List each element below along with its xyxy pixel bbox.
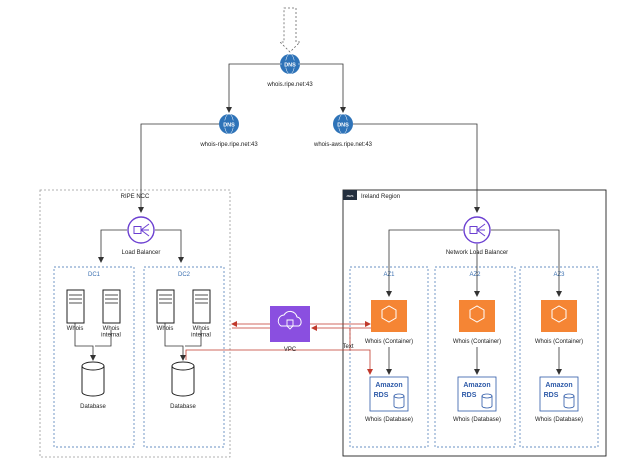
svg-text:aws: aws: [346, 193, 353, 198]
dns-right-icon-text: DNS: [337, 122, 349, 128]
ireland-region-title: Ireland Region: [361, 194, 400, 200]
ripe-ncc-title: RIPE NCC: [121, 194, 150, 200]
dns-right-node: DNS whois-aws.ripe.net:43: [313, 113, 373, 148]
az1-container-node: Whois (Container): [365, 300, 413, 345]
dc1-database: Database: [80, 361, 107, 410]
az2-group: AZ2: [434, 266, 516, 448]
az3-container-node: Whois (Container): [535, 300, 583, 345]
dns-left-label: whois-ripe.ripe.net:43: [199, 142, 258, 148]
dns-left-icon-text: DNS: [223, 122, 235, 128]
ecs-container-icon: [541, 300, 577, 332]
az1-container-label: Whois (Container): [365, 339, 413, 345]
incoming-traffic-arrow: [279, 7, 301, 53]
vpc-icon: [270, 306, 310, 342]
server-icon: [156, 289, 175, 324]
dc1-database-label: Database: [80, 404, 106, 410]
ecs-container-icon: [459, 300, 495, 332]
az1-rds-line2: RDS: [374, 392, 389, 399]
az3-rds-line1: Amazon: [545, 382, 572, 389]
dc2-title: DC2: [178, 272, 191, 278]
ripe-load-balancer-label: Load Balancer: [122, 250, 161, 256]
ripe-ncc-group: RIPE NCC: [39, 189, 231, 458]
dc2-server-whois: Whois: [156, 289, 175, 332]
vpc-node: VPC Text: [270, 306, 354, 353]
network-load-balancer-node: Network Load Balancer: [446, 216, 508, 256]
vpc-edge-label: Text: [342, 344, 353, 350]
dc2-database-label: Database: [170, 404, 196, 410]
network-load-balancer-label: Network Load Balancer: [446, 250, 508, 256]
server-icon: [192, 289, 211, 324]
dns-right-label: whois-aws.ripe.net:43: [313, 142, 373, 148]
dc1-group: DC1: [53, 266, 135, 448]
dc1-server-whois: Whois: [66, 289, 85, 332]
az2-title: AZ2: [469, 272, 481, 278]
aws-logo-icon: [343, 190, 357, 200]
dns-left-node: DNS whois-ripe.ripe.net:43: [199, 113, 258, 148]
az2-database-label: Whois (Database): [453, 417, 501, 423]
ireland-region-group: aws Ireland Region: [342, 189, 607, 457]
dc2-database: Database: [170, 361, 197, 410]
az3-container-label: Whois (Container): [535, 339, 583, 345]
server-icon: [66, 289, 85, 324]
az2-container-label: Whois (Container): [453, 339, 501, 345]
az3-rds-node: Amazon RDS Whois (Database): [535, 376, 583, 423]
az3-database-label: Whois (Database): [535, 417, 583, 423]
dc2-group: DC2: [143, 266, 225, 448]
dns-top-label: whois.ripe.net:43: [266, 82, 313, 88]
ripe-load-balancer-node: Load Balancer: [122, 216, 161, 256]
az3-rds-line2: RDS: [544, 392, 559, 399]
server-icon: [102, 289, 121, 324]
vpc-label: VPC: [284, 347, 297, 353]
az2-rds-line1: Amazon: [463, 382, 490, 389]
dns-top-icon-text: DNS: [284, 62, 296, 68]
dc2-whois-label: Whois: [157, 326, 174, 332]
az1-rds-line1: Amazon: [375, 382, 402, 389]
az1-database-label: Whois (Database): [365, 417, 413, 423]
dns-top-node: DNS whois.ripe.net:43: [266, 53, 313, 88]
database-cylinder-icon: [81, 366, 105, 397]
az2-rds-node: Amazon RDS Whois (Database): [453, 376, 501, 423]
ecs-container-icon: [371, 300, 407, 332]
az2-rds-line2: RDS: [462, 392, 477, 399]
connectors: [74, 7, 562, 375]
dc1-title: DC1: [88, 272, 101, 278]
dc1-whois-label: Whois: [67, 326, 84, 332]
az2-container-node: Whois (Container): [453, 300, 501, 345]
az1-rds-node: Amazon RDS Whois (Database): [365, 376, 413, 423]
database-cylinder-icon: [171, 366, 195, 397]
